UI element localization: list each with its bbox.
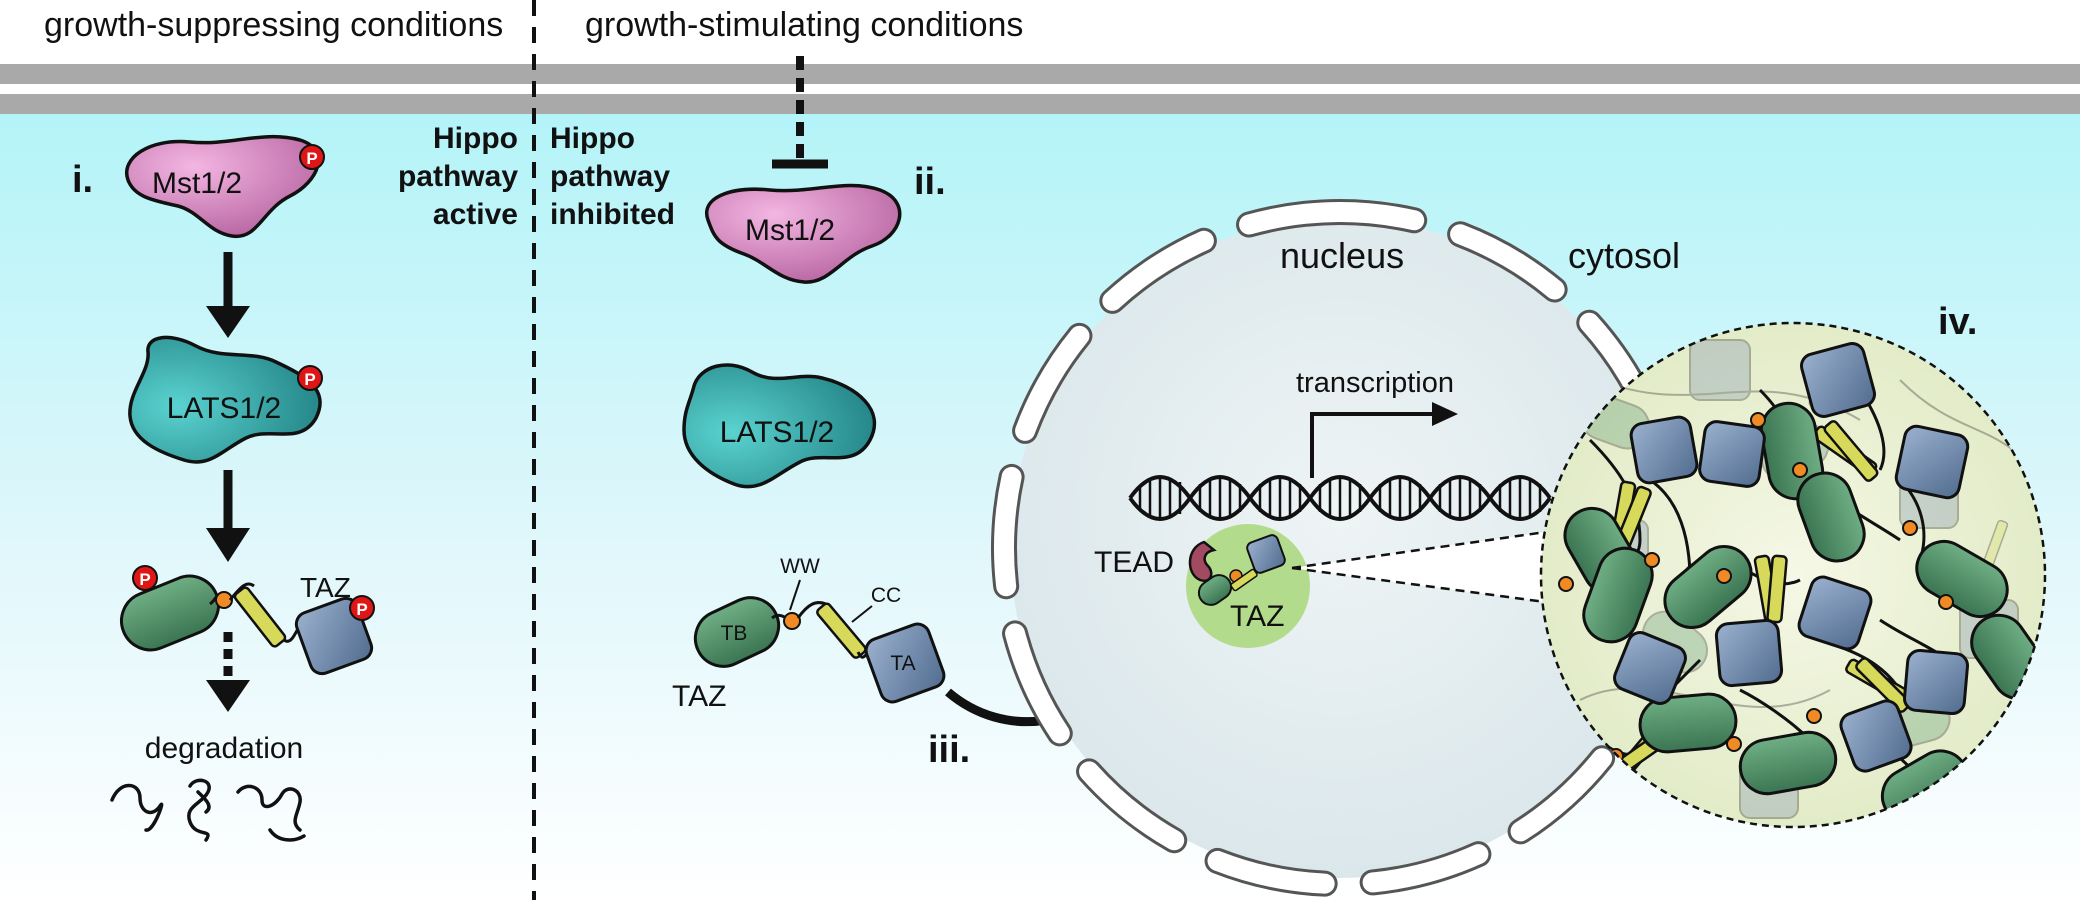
svg-text:P: P [356, 600, 367, 619]
status-active-line2: pathway [398, 160, 518, 193]
lats-label-i: LATS1/2 [167, 392, 282, 425]
right-condition-label: growth-stimulating conditions [585, 6, 1023, 44]
degradation-arrow [206, 632, 250, 712]
mst-kinase-inactive: Mst1/2 [704, 183, 902, 284]
lats-label-ii: LATS1/2 [720, 416, 835, 449]
taz-label-iii: TAZ [1230, 600, 1284, 633]
phospho-badge: P [297, 365, 323, 391]
ta-domain-label: TA [890, 652, 915, 675]
cc-domain-label: CC [871, 584, 901, 607]
extracellular-space [0, 0, 2080, 112]
activation-arrow-1 [206, 252, 250, 338]
status-inhibited-line3: inhibited [550, 198, 675, 231]
hippo-active-status: Hippo pathway active [398, 122, 518, 231]
svg-text:P: P [306, 149, 317, 168]
ww-domains [1558, 412, 1954, 764]
taz-label-ii: TAZ [672, 680, 726, 713]
lats-kinase-active: LATS1/2 P [128, 335, 323, 464]
left-condition-label: growth-suppressing conditions [44, 6, 503, 44]
taz-phosphorylated: TAZ P P [120, 565, 375, 676]
plasma-membrane [0, 64, 2080, 114]
phospho-badge: P [132, 565, 158, 591]
hippo-inhibited-status: Hippo pathway inhibited [550, 122, 675, 231]
svg-text:P: P [139, 570, 150, 589]
panel-iv-label: iv. [1938, 301, 1977, 343]
lats-kinase-inactive: LATS1/2 [682, 363, 877, 489]
degraded-fragments [110, 778, 306, 842]
nucleus-label: nucleus [1280, 235, 1404, 276]
zoom-lines [1291, 528, 1561, 606]
status-active-line1: Hippo [433, 122, 518, 155]
degradation-label: degradation [145, 732, 303, 765]
mst-kinase-active: Mst1/2 P [124, 134, 325, 238]
status-active-line3: active [433, 198, 518, 231]
panel-iii-label: iii. [928, 729, 970, 771]
dna-helix [1128, 475, 1552, 521]
tb-domains [1563, 401, 2045, 825]
taz-unphosphorylated: TB WW CC TA TAZ [672, 555, 946, 713]
mst-label-i: Mst1/2 [152, 167, 242, 200]
taz-condensate-zoom [1539, 321, 2047, 829]
status-inhibited-line2: pathway [550, 160, 670, 193]
tead-taz-complex [1186, 524, 1310, 648]
inhibition-bar [772, 56, 828, 169]
transcription-arrow [1310, 402, 1458, 478]
ww-domain-label: WW [780, 555, 820, 578]
panel-i-label: i. [72, 159, 93, 201]
activation-arrow-2 [206, 470, 250, 562]
tead-label: TEAD [1094, 546, 1174, 579]
phospho-badge: P [349, 595, 375, 621]
status-inhibited-line1: Hippo [550, 122, 635, 155]
mst-label-ii: Mst1/2 [745, 214, 835, 247]
taz-label-i: TAZ [300, 572, 351, 603]
transcription-label: transcription [1296, 367, 1454, 399]
svg-text:P: P [304, 370, 315, 389]
phospho-badge: P [299, 144, 325, 170]
ta-domains [1613, 342, 1970, 773]
cytosol-label: cytosol [1568, 235, 1680, 276]
tb-domain-label: TB [721, 622, 748, 645]
panel-ii-label: ii. [914, 161, 946, 203]
